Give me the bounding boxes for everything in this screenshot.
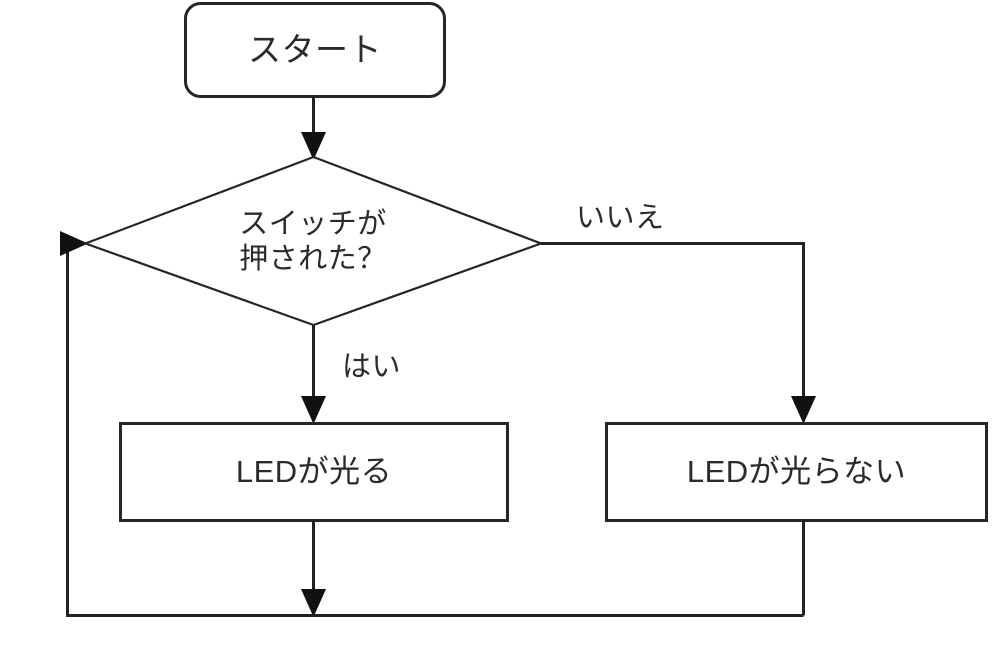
edge-start-to-decision — [301, 97, 326, 160]
edge-decision-yes — [301, 325, 326, 424]
node-led-on[interactable] — [119, 422, 509, 522]
edge-led-on-to-loop — [301, 521, 326, 617]
arrowhead-loop-back — [60, 231, 88, 256]
node-led-off[interactable] — [605, 422, 988, 522]
edge-loop-back-to-decision — [60, 231, 804, 617]
arrowhead-start-to-decision — [301, 132, 326, 160]
arrowhead-led-on-to-loop — [301, 589, 326, 617]
arrowhead-decision-no — [791, 396, 816, 424]
node-decision[interactable] — [82, 155, 545, 327]
edge-decision-no — [541, 242, 816, 424]
arrowhead-decision-yes — [301, 396, 326, 424]
node-start[interactable] — [184, 2, 446, 98]
